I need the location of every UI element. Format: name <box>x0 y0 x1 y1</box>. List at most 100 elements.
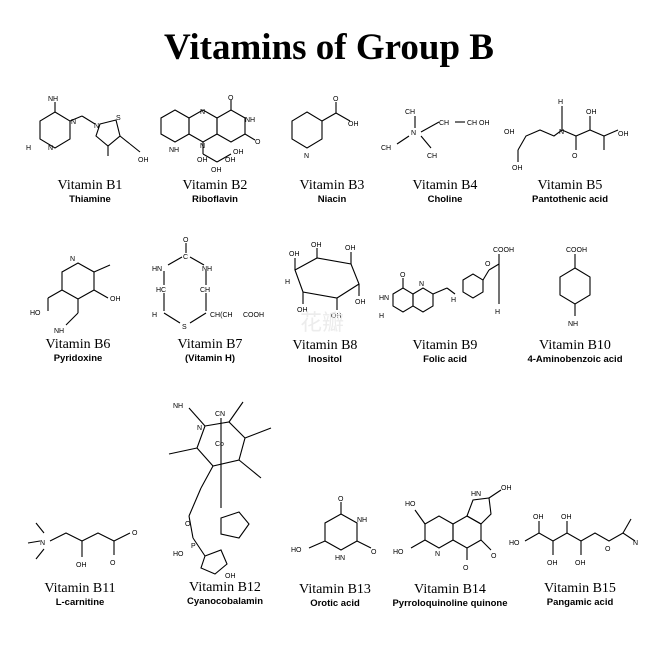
nh-label: H <box>451 297 456 304</box>
vitamin-name: Vitamin B5 <box>537 178 603 193</box>
compound-name: Pyrroloquinoline quinone <box>392 598 508 609</box>
o-side-label: O <box>255 139 261 146</box>
vitamin-b3-card: O OH N Vitamin B3 Niacin <box>262 92 402 212</box>
oh1-label: OH <box>504 129 515 136</box>
vitamin-name: Vitamin B13 <box>299 582 371 597</box>
o-minus-label: O <box>132 530 138 537</box>
watermark: 花瓣 <box>300 311 345 336</box>
vitamin-name: Vitamin B14 <box>414 582 486 597</box>
o-label: O <box>463 565 469 572</box>
orotic-acid-structure: O NH HN HO O <box>291 496 377 562</box>
h-label: H <box>285 279 290 286</box>
niacin-structure: O OH N <box>291 96 359 160</box>
oh3-label: OH <box>225 157 236 164</box>
h2n-label: H <box>379 313 384 320</box>
pyridoxine-structure: N OH HO NH <box>30 256 121 335</box>
pangamic-acid-structure: OH OH OH OH HO O N <box>509 514 638 567</box>
ch2oh-label: CH <box>467 120 477 127</box>
oh-label: OH <box>225 573 236 580</box>
o-label: O <box>400 272 406 279</box>
ho-label: HO <box>30 310 41 317</box>
ho-label: HO <box>509 540 520 547</box>
oh-label: OH <box>501 485 512 492</box>
hc-label: HC <box>156 287 166 294</box>
vitamin-name: Vitamin B9 <box>412 338 478 353</box>
ch3-bottom-label: CH <box>427 153 437 160</box>
h2c-label: H <box>152 312 157 319</box>
oh3-label: OH <box>586 109 597 116</box>
vitamin-name: Vitamin B8 <box>292 338 358 353</box>
n1-label: N <box>200 109 205 116</box>
compound-name: Choline <box>427 194 463 205</box>
oh4-label: OH <box>618 131 629 138</box>
ho-label: HO <box>405 501 416 508</box>
compound-name: Pangamic acid <box>546 597 614 608</box>
cooh-label: COOH <box>493 247 514 254</box>
compound-name: Inositol <box>308 354 342 365</box>
h-label: H <box>558 99 563 106</box>
oh-label: OH <box>479 120 490 127</box>
vitamin-b5-card: H N O OH OH OH OH Vitamin B5 Pantothenic… <box>500 92 640 212</box>
vitamin-b9-card: O HN N H H COOH O H Vitamin B9 Folic aci… <box>375 240 515 370</box>
s-label: S <box>116 115 121 122</box>
n-plus-label: N <box>94 123 99 130</box>
vitamin-name: Vitamin B11 <box>44 581 116 596</box>
pantothenic-acid-structure: H N O OH OH OH OH <box>504 99 629 172</box>
n-label: N <box>435 551 440 558</box>
ch3-left-label: CH <box>381 145 391 152</box>
thiamine-structure: NH H N N N S OH <box>26 96 149 164</box>
oh2-label: OH <box>512 165 523 172</box>
oh3-label: OH <box>547 560 558 567</box>
o-label: O <box>605 546 611 553</box>
oh5-label: OH <box>331 313 342 320</box>
nh-lower-label: NH <box>169 147 179 154</box>
cn-label: CN <box>215 411 225 418</box>
nh2-label: NH <box>48 96 58 103</box>
n-plus-label: N <box>411 130 416 137</box>
n-label: N <box>559 129 564 136</box>
o-side-label: O <box>371 549 377 556</box>
compound-name: 4-Aminobenzoic acid <box>527 354 623 365</box>
o-label: O <box>183 237 189 244</box>
compound-name: Niacin <box>317 194 347 205</box>
vitamin-name: Vitamin B7 <box>177 337 243 352</box>
oh1-label: OH <box>289 251 300 258</box>
o-top-label: O <box>228 95 234 102</box>
oh1-label: OH <box>197 157 208 164</box>
o-label: O <box>185 521 191 528</box>
o-top-label: O <box>338 496 344 503</box>
oh-label: OH <box>138 157 149 164</box>
hn-label: HN <box>335 555 345 562</box>
vitamin-name: Vitamin B4 <box>412 178 478 193</box>
o-label: O <box>110 560 116 567</box>
cooh-label: COOH <box>566 247 587 254</box>
vitamin-b13-card: O NH HN HO O Vitamin B13 Orotic acid <box>265 492 405 617</box>
vitamin-name: Vitamin B3 <box>299 178 365 193</box>
n-label: N <box>419 281 424 288</box>
oh4-label: OH <box>575 560 586 567</box>
o-label: O <box>572 153 578 160</box>
nh2-label: NH <box>568 321 578 328</box>
oh3-label: OH <box>345 245 356 252</box>
vitamin-b7-card: O C HN NH HC CH H S CH(CH COOH Vitamin B… <box>140 235 280 370</box>
hn-label: HN <box>471 491 481 498</box>
oh-label: OH <box>76 562 87 569</box>
compound-name: Thiamine <box>69 194 111 205</box>
n-label: N <box>633 540 638 547</box>
oh2-label: OH <box>211 167 222 174</box>
biotin-structure: O C HN NH HC CH H S CH(CH COOH <box>152 237 264 331</box>
vitamin-b8-card: OH OH OH OH OH OH H Vitamin B8 Inositol <box>255 240 395 370</box>
vitamin-b14-card: HO HO O O HN N OH Vitamin B14 Pyrroloqui… <box>375 480 525 617</box>
l-carnitine-structure: N OH O O <box>27 522 138 569</box>
cyanocobalamin-structure: Co CN N NH O P OH HO <box>168 401 272 580</box>
oh2-label: OH <box>561 514 572 521</box>
compound-name: Cyanocobalamin <box>186 596 264 607</box>
ring-n-label: N <box>71 119 76 126</box>
compound-name: Pantothenic acid <box>531 194 608 205</box>
nh-label: NH <box>202 266 212 273</box>
chain-label: CH(CH <box>210 312 233 319</box>
ch2-label: CH <box>439 120 449 127</box>
n-label: N <box>197 425 202 432</box>
ring-n2-label: N <box>48 145 53 152</box>
co-label: Co <box>215 441 224 448</box>
